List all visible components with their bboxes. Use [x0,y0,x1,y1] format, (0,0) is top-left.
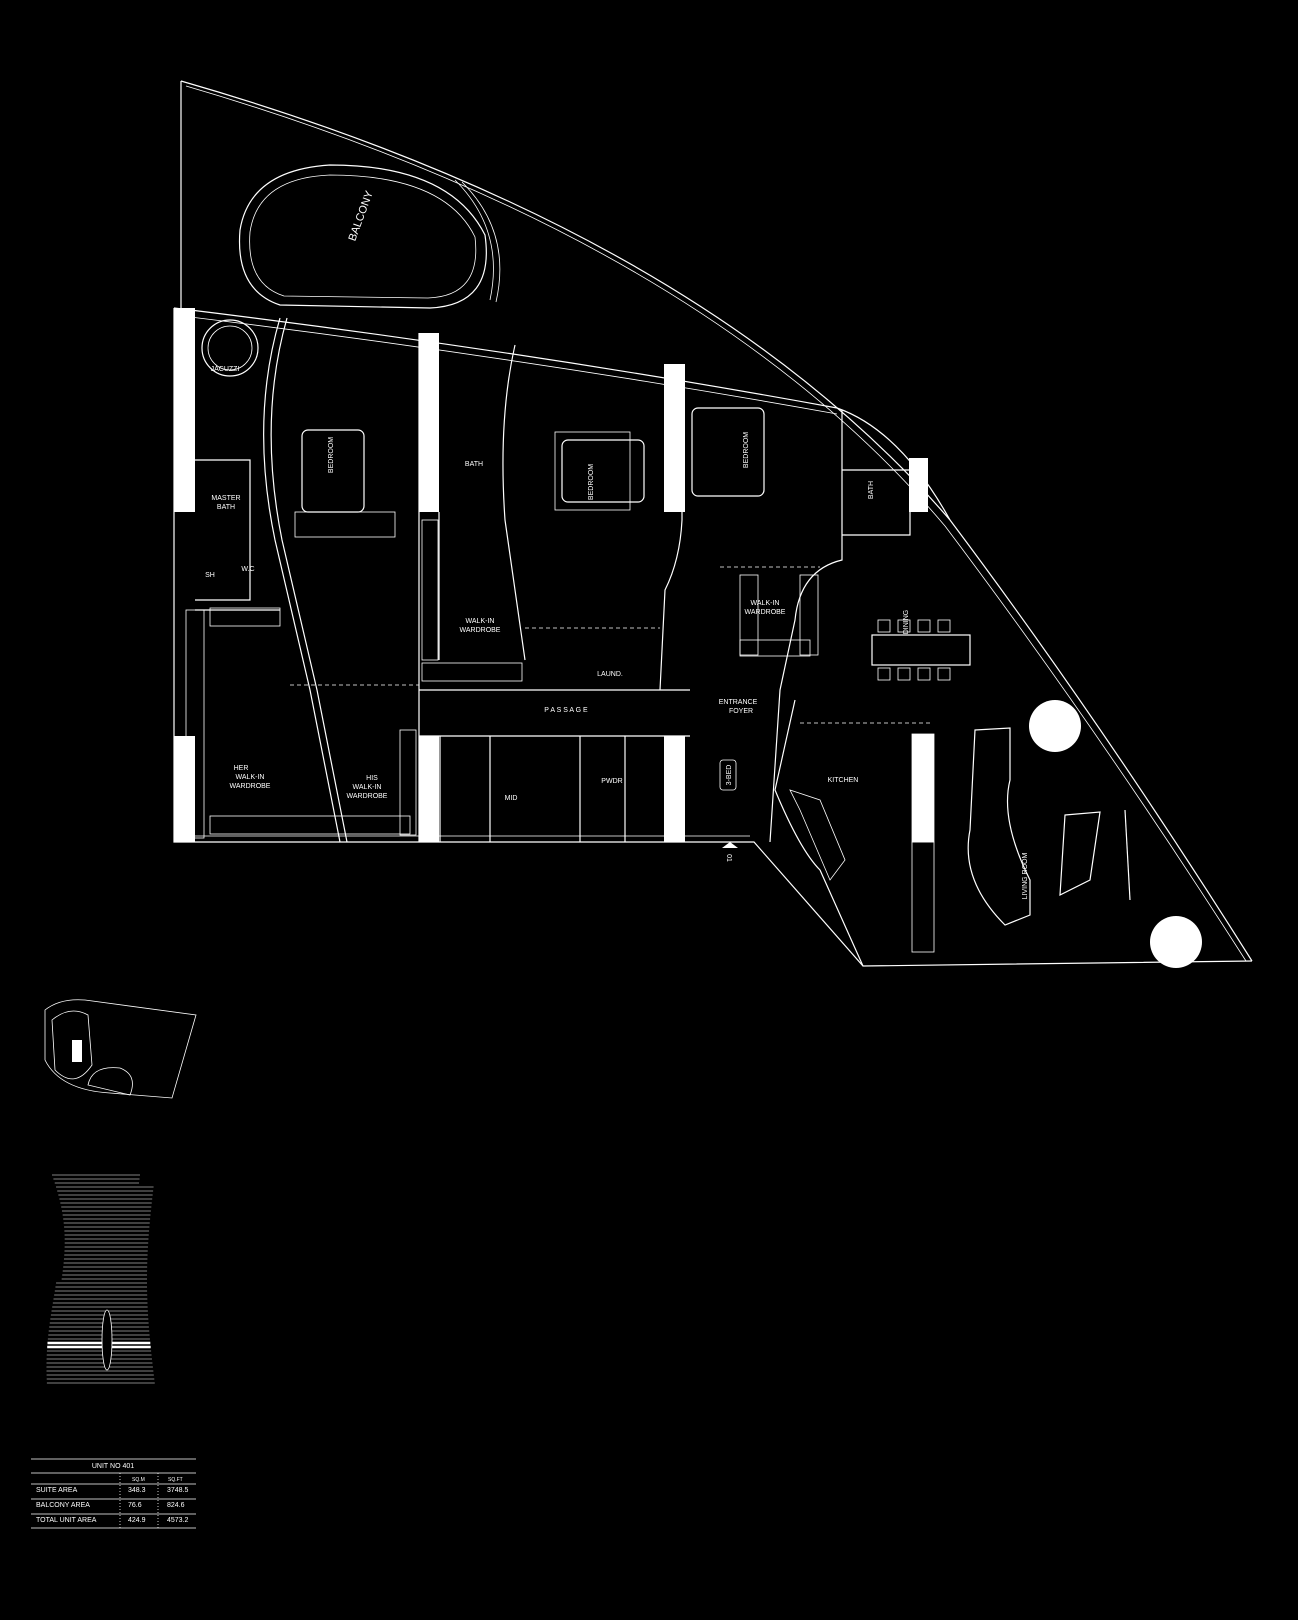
key-plan [44,999,197,1099]
row-label: TOTAL UNIT AREA [36,1517,97,1524]
area-table: UNIT NO 401 SQ.M SQ.FT SUITE AREA 348.3 … [31,1458,196,1529]
row-sqm: 348.3 [128,1487,146,1494]
lounge-chair [1059,811,1101,897]
label-wc: W.C [241,566,254,573]
dining-table [871,634,971,666]
room-labels: BALCONY JACUZZI BEDROOM MASTER BATH SH W… [205,189,1029,900]
label-kitchen: KITCHEN [828,777,859,784]
label-her-2: WALK-IN [236,774,265,781]
row-sqm: 76.6 [128,1502,142,1509]
label-living-room: LIVING ROOM [1022,853,1029,900]
label-master-bath-2: BATH [217,504,235,511]
label-powder: PWDR [601,778,622,785]
row-sqft: 3748.5 [167,1487,189,1494]
bed-2 [561,439,645,503]
table-title: UNIT NO 401 [92,1463,134,1470]
atrium-void [101,1309,113,1371]
label-maid: MID [505,795,518,802]
label-shower: SH [205,572,215,579]
label-unit-tag: 3-BED [726,765,733,786]
label-his-3: WARDROBE [347,793,388,800]
label-balcony: BALCONY [347,189,376,243]
row-label: SUITE AREA [36,1487,78,1494]
row-sqft: 824.6 [167,1502,185,1509]
building-outline [173,80,1253,967]
label-her-3: WARDROBE [230,783,271,790]
label-his-2: WALK-IN [353,784,382,791]
label-entrance-1: ENTRANCE [719,699,758,706]
row-label: BALCONY AREA [36,1502,90,1509]
living-sofa [967,727,1031,926]
bed-3 [691,407,765,497]
label-bath-1: BATH [465,461,483,468]
label-passage: P A S S A G E [544,707,588,714]
label-laundry: LAUND. [597,671,623,678]
unit-tag-box [719,759,737,791]
row-sqm: 424.9 [128,1517,146,1524]
label-entry-marker: 01 [725,854,732,862]
label-dining: DINING [903,610,910,635]
interior-walls [195,317,930,967]
label-bedroom-2: BEDROOM [588,464,595,500]
label-master-bath-1: MASTER [211,495,240,502]
furniture [201,319,1131,953]
table-header-sqft: SQ.FT [168,1477,183,1483]
label-master-bedroom: BEDROOM [328,437,335,473]
stacking-diagram [46,1174,155,1384]
label-his-1: HIS [366,775,378,782]
label-entrance-2: FOYER [729,708,753,715]
window-blocks [174,308,1202,968]
label-walkin-2b: WARDROBE [745,609,786,616]
jacuzzi-tub [201,319,259,377]
label-jacuzzi: JACUZZI [211,366,240,373]
label-bedroom-3: BEDROOM [743,432,750,468]
label-walkin-1a: WALK-IN [466,618,495,625]
label-walkin-2a: WALK-IN [751,600,780,607]
entry-arrow-icon [722,842,738,848]
balcony-oval [238,164,501,309]
row-sqft: 4573.2 [167,1517,189,1524]
label-bath-3: BATH [868,481,875,499]
label-her-1: HER [234,765,249,772]
table-header-sqm: SQ.M [132,1477,145,1483]
label-walkin-1b: WARDROBE [460,627,501,634]
